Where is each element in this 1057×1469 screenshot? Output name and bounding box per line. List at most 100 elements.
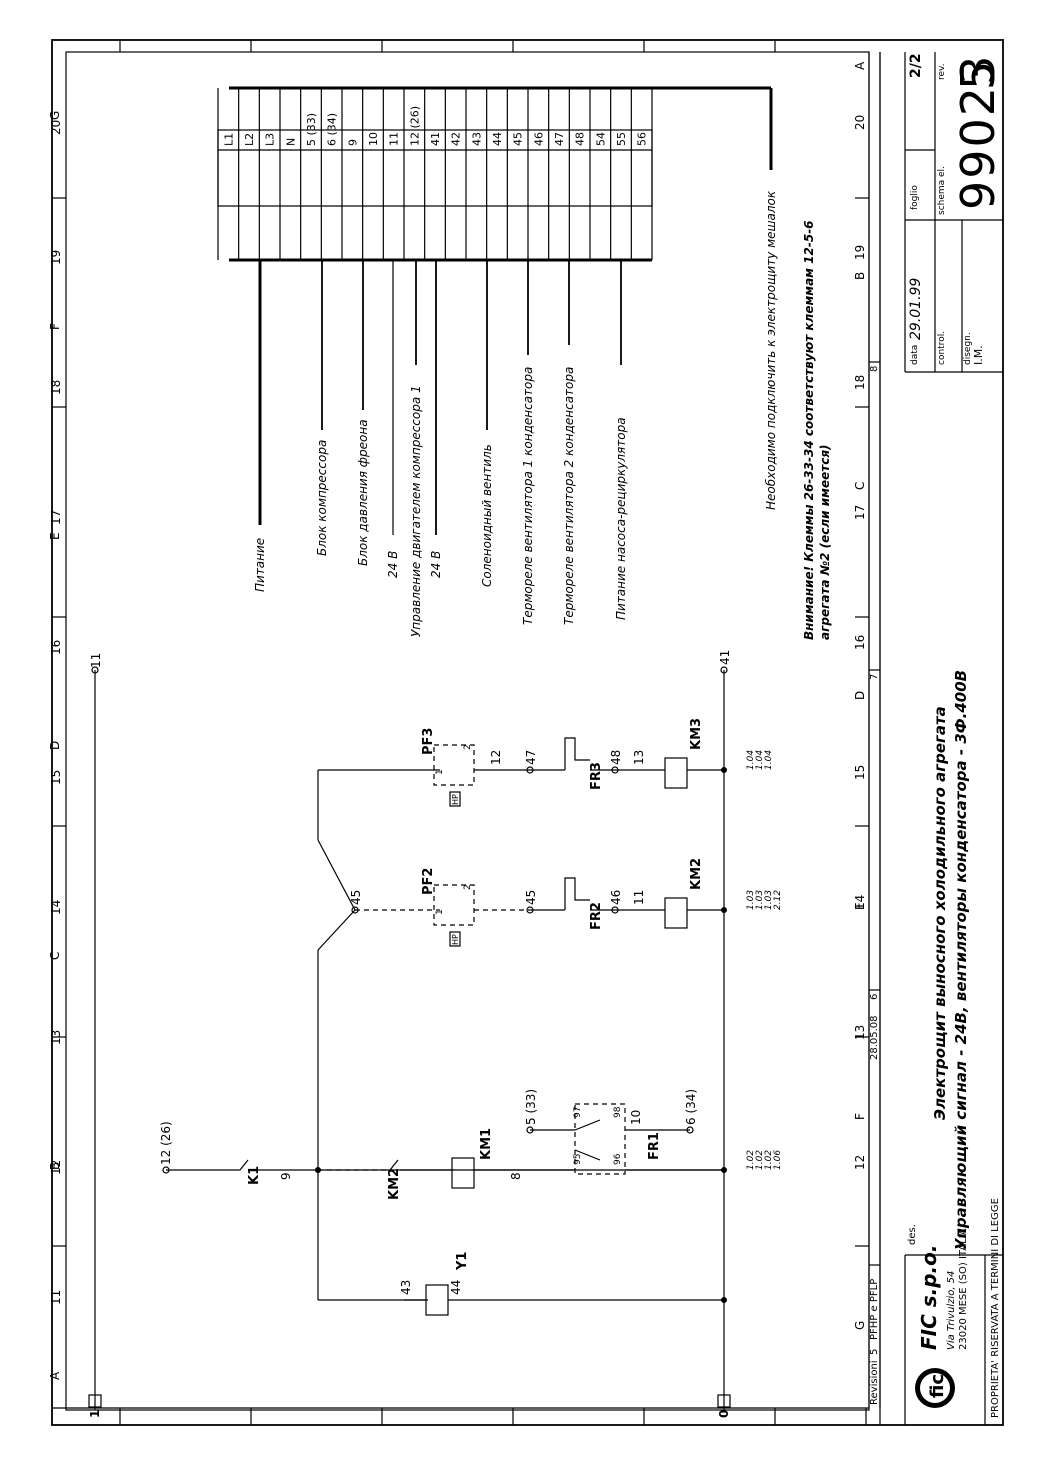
col-number-19-right: 19: [853, 245, 867, 260]
row-letter-g-left: G: [48, 111, 62, 120]
terminal-label: L2: [243, 133, 256, 146]
label-fan-thermal-1: Термореле вентилятора 1 конденсатора: [521, 367, 535, 625]
des-label: des.: [907, 1224, 918, 1245]
terminal-label: 6 (34): [326, 113, 339, 146]
outer-border: [51, 39, 1004, 1426]
terminal-label: 55: [615, 132, 628, 146]
label-24v-2: 24 В: [429, 551, 443, 578]
col-number-13-right: 13: [853, 1025, 867, 1040]
wire-13: 13: [632, 750, 646, 765]
revision-num-8: 8: [869, 366, 880, 372]
col-number-20-right: 20: [853, 115, 867, 130]
terminal-label: 10: [367, 132, 380, 146]
note-connect-mixers: Необходимо подключить к электрощиту меша…: [764, 190, 778, 510]
node-48: 48: [609, 750, 623, 765]
row-letter-c-right: C: [853, 482, 867, 490]
node-46: 46: [609, 890, 623, 905]
fic-logo: fic: [915, 1368, 955, 1408]
fr1-label: FR1: [647, 1132, 662, 1160]
pf2-hp-label: HP: [451, 934, 460, 945]
revision-text-5: PFHP e PFLP: [869, 1279, 880, 1340]
terminal-label: 56: [636, 132, 649, 146]
km1-label: KM1: [479, 1128, 494, 1160]
rail-bottom-label: 0: [717, 1410, 731, 1418]
drawing-frame: [65, 51, 870, 1411]
terminal-label: L3: [264, 133, 277, 146]
date-label: data: [910, 345, 920, 365]
revision-number: 5: [951, 61, 1005, 90]
terminal-label: 11: [388, 132, 401, 146]
xref-km2-3: 1.03: [764, 890, 774, 910]
warning-line-1: Внимание! Клеммы 26-33-34 соответствуют …: [802, 220, 816, 640]
node-11: 11: [89, 653, 103, 668]
km3-label: KM3: [689, 718, 704, 750]
col-number-16-left: 16: [49, 640, 63, 655]
label-fan-thermal-2: Термореле вентилятора 2 конденсатора: [562, 367, 576, 625]
label-pump-power: Питание насоса-рециркулятора: [614, 417, 628, 620]
wire-9: 9: [279, 1172, 293, 1180]
drawing-title-1: Электрощит выносного холодильного агрега…: [931, 706, 949, 1120]
terminal-label: L1: [222, 133, 235, 146]
pf3-pin-2: 2: [463, 744, 473, 750]
schematic-wiring: [88, 666, 731, 1410]
row-letter-b-right: B: [853, 272, 867, 280]
xref-km2-4: 2.12: [773, 890, 783, 910]
warning-line-2: агрегата №2 (если имеется): [818, 444, 832, 640]
node-47: 47: [524, 750, 538, 765]
col-number-17-left: 17: [49, 510, 63, 525]
terminal-label: 44: [491, 132, 504, 146]
ownership-note: PROPRIETA' RISERVATA A TERMINI DI LEGGE: [990, 1198, 1001, 1418]
drawing-number: 99023: [951, 54, 1005, 210]
revision-strip: Revisioni 5 PFHP e PFLP 28.05.08 6 7 8: [868, 52, 881, 1408]
sheet-number: 2/2: [908, 53, 924, 78]
row-letter-a-right: A: [853, 61, 867, 70]
xref-km1-3: 1.02: [764, 1150, 774, 1170]
drawn-by: I.M.: [972, 345, 985, 365]
xref-km3-2: 1.04: [755, 750, 765, 770]
label-freon-pressure: Блок давления фреона: [356, 419, 370, 566]
node-96: 96: [613, 1153, 623, 1165]
xref-km3-1: 1.04: [746, 750, 756, 770]
grid-col-ticks: [119, 40, 867, 1425]
node-6-34: 6 (34): [684, 1089, 698, 1125]
col-number-19-left: 19: [49, 250, 63, 265]
node-95: 95: [573, 1154, 583, 1165]
row-letter-f-left: F: [48, 323, 62, 330]
col-number-20-left: 20: [49, 120, 63, 135]
terminal-label: N: [284, 138, 297, 146]
terminal-label: 12 (26): [408, 106, 421, 146]
terminal-label: 45: [512, 132, 525, 146]
node-45: 45: [524, 890, 538, 905]
node-5-33: 5 (33): [524, 1089, 538, 1125]
disegn-label: disegn.: [963, 332, 973, 365]
col-number-18-right: 18: [853, 375, 867, 390]
control-label: control.: [937, 331, 947, 365]
xref-km2-1: 1.03: [746, 890, 756, 910]
pf2-pin-2: 2: [463, 884, 473, 890]
terminal-label: 43: [470, 132, 483, 146]
terminal-label: 41: [429, 132, 442, 146]
revisions-label: Revisioni: [869, 1360, 880, 1405]
revision-num-5: 5: [869, 1349, 880, 1355]
node-45-bus: 45: [349, 890, 363, 905]
label-24v-1: 24 В: [386, 551, 400, 578]
company-address-1: Via Trivulzio, 54: [946, 1271, 957, 1350]
label-solenoid-valve: Соленоидный вентиль: [480, 444, 494, 587]
col-number-17-right: 17: [853, 505, 867, 520]
pf2-pin-1: 1: [435, 909, 445, 915]
node-98: 98: [613, 1106, 623, 1118]
rail-top-label: 1: [88, 1410, 102, 1418]
col-number-14-left: 14: [49, 900, 63, 915]
schema-label: schema el.: [937, 166, 947, 215]
drawing-title-2: Управляющий сигнал - 24В, вентиляторы ко…: [952, 670, 970, 1250]
terminal-label: 46: [532, 132, 545, 146]
col-number-13-left: 13: [49, 1030, 63, 1045]
row-letter-e-right: E: [853, 902, 867, 910]
title-block: fic FIC s.p.o. Via Trivulzio, 54 23020 M…: [879, 52, 1005, 1425]
row-letter-g-right: G: [853, 1321, 867, 1330]
col-number-12-left: 12: [49, 1160, 63, 1175]
col-number-12-right: 12: [853, 1155, 867, 1170]
fr3-label: FR3: [589, 762, 604, 790]
